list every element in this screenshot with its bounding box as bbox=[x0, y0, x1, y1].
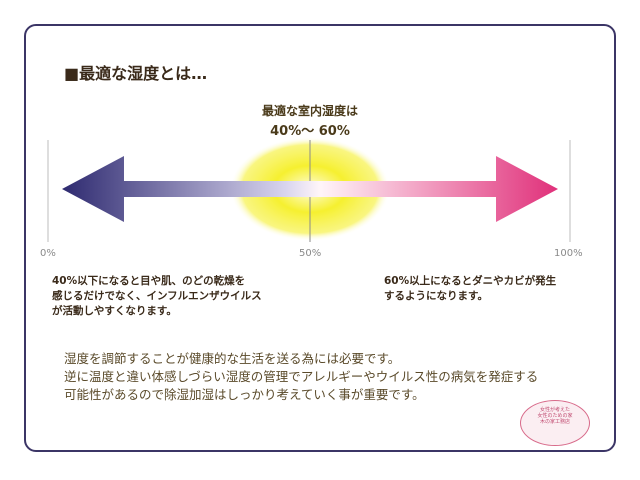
bidirectional-arrow bbox=[62, 156, 558, 222]
square-bullet-icon: ■ bbox=[64, 64, 80, 83]
description-line: 湿度を調節することが健康的な生活を送る為には必要です。 bbox=[64, 351, 401, 366]
low-note-line: 40%以下になると目や肌、のどの乾燥を bbox=[52, 275, 246, 287]
tick-label-50: 50% bbox=[299, 248, 322, 259]
high-humidity-note: 60%以上になるとダニやカビが発生 するようになります。 bbox=[384, 274, 556, 304]
tick-label-0: 0% bbox=[40, 248, 56, 259]
high-note-line: するようになります。 bbox=[384, 290, 488, 302]
low-humidity-note: 40%以下になると目や肌、のどの乾燥を 感じるだけでなく、インフルエンザウイルス… bbox=[52, 274, 262, 319]
company-logo-stamp: 女性が考えた 女性のための家 木の家工務店 bbox=[520, 400, 590, 446]
description-line: 逆に温度と違い体感しづらい湿度の管理でアレルギーやウイルス性の病気を発症する bbox=[64, 369, 539, 384]
optimal-humidity-range: 40%～ 60% bbox=[270, 124, 350, 139]
tick-label-100: 100% bbox=[554, 248, 583, 259]
optimal-humidity-label: 最適な室内湿度は bbox=[261, 104, 358, 118]
low-note-line: 感じるだけでなく、インフルエンザウイルス bbox=[52, 290, 262, 302]
low-note-line: が活動しやすくなります。 bbox=[52, 305, 177, 317]
description: 湿度を調節することが健康的な生活を送る為には必要です。 逆に温度と違い体感しづら… bbox=[64, 350, 538, 404]
high-note-line: 60%以上になるとダニやカビが発生 bbox=[384, 275, 557, 287]
description-line: 可能性があるので除湿加湿はしっかり考えていく事が重要です。 bbox=[64, 387, 425, 402]
section-title-text: 最適な湿度とは… bbox=[79, 64, 208, 83]
section-title: ■最適な湿度とは… bbox=[64, 60, 207, 84]
